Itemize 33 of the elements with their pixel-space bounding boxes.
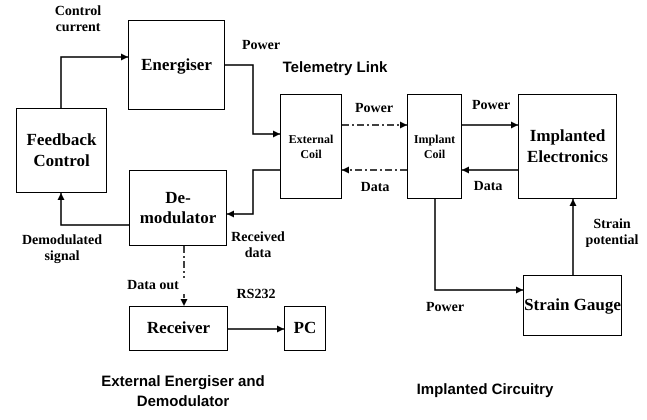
arrow (462, 166, 518, 174)
arrow (462, 122, 518, 128)
arrow (58, 193, 129, 226)
arrow (60, 54, 128, 108)
process-box (407, 94, 462, 199)
section-heading: Telemetry Link (282, 58, 388, 78)
arrow (342, 166, 407, 174)
box-label: De- modulator (138, 188, 218, 228)
box-label: Strain Gauge (524, 295, 621, 316)
arrow (225, 64, 280, 138)
arrow (180, 246, 188, 306)
process-box (129, 170, 227, 246)
process-box (129, 306, 228, 351)
arrow (342, 122, 407, 128)
box-label: PC (294, 318, 316, 339)
process-box (523, 275, 622, 336)
box-label: Implant Coil (412, 132, 456, 161)
process-box (128, 20, 225, 110)
section-heading: External Energiser and Demodulator (100, 372, 266, 411)
box-label: Feedback Control (26, 130, 98, 171)
process-box (284, 306, 326, 351)
section-heading: Implanted Circuitry (416, 380, 554, 400)
process-box (518, 94, 617, 199)
box-label: Implanted Electronics (526, 126, 609, 167)
process-box (280, 94, 342, 199)
box-label: Receiver (146, 318, 210, 339)
arrow (434, 199, 523, 294)
arrow (227, 169, 280, 218)
arrow (228, 326, 284, 332)
box-label: External Coil (288, 132, 334, 161)
process-box (16, 108, 107, 193)
arrow (570, 199, 576, 275)
box-label: Energiser (141, 54, 212, 76)
